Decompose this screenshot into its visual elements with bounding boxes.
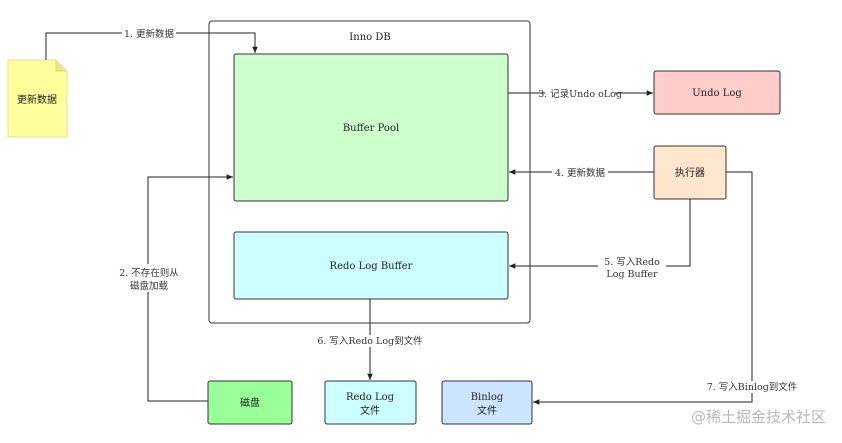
binlog-file-line-1: Binlog [471, 392, 504, 403]
edge-step-7: 7. 写入Binlog到文件 [533, 171, 802, 405]
redo-log-file-node: Redo Log 文件 [324, 380, 417, 425]
buffer-pool-label: Buffer Pool [343, 123, 399, 134]
binlog-file-line-2: 文件 [477, 404, 497, 417]
watermark: @稀土掘金技术社区 [691, 408, 826, 426]
edge-step-5: 5. 写入Redo Log Buffer [508, 199, 691, 280]
edge-step-6-label: 6. 写入Redo Log到文件 [317, 335, 423, 347]
edge-step-4-label: 4. 更新数据 [555, 167, 606, 179]
note-fold [55, 60, 67, 72]
edge-step-2: 2. 不存在则从 磁盘加载 [114, 174, 233, 402]
edge-step-3: 3. 记录Undo oLog [508, 88, 653, 100]
update-data-note: 更新数据 [7, 59, 68, 138]
disk-node: 磁盘 [207, 380, 293, 425]
edge-step-5-line-2: Log Buffer [606, 269, 658, 280]
edge-step-1-label: 1. 更新数据 [124, 28, 175, 40]
undo-log-node: Undo Log [653, 70, 781, 115]
undo-log-label: Undo Log [692, 88, 742, 99]
binlog-file-node: Binlog 文件 [441, 380, 533, 425]
edge-step-3-label: 3. 记录Undo oLog [538, 88, 622, 100]
innodb-label: Inno DB [349, 32, 390, 43]
executor-label: 执行器 [675, 166, 705, 179]
executor-node: 执行器 [653, 145, 727, 200]
redo-log-buffer-label: Redo Log Buffer [330, 261, 413, 272]
edge-step-4: 4. 更新数据 [508, 167, 654, 179]
edge-step-6: 6. 写入Redo Log到文件 [317, 299, 423, 380]
edge-step-2-line-2: 磁盘加载 [130, 280, 169, 292]
redo-log-file-line-2: 文件 [360, 404, 380, 417]
redo-log-buffer-node: Redo Log Buffer [233, 231, 509, 300]
edge-step-7-label: 7. 写入Binlog到文件 [707, 381, 798, 393]
edge-step-2-line-1: 2. 不存在则从 [119, 267, 179, 279]
edge-step-1: 1. 更新数据 [45, 27, 258, 60]
buffer-pool-node: Buffer Pool [233, 53, 509, 202]
note-shape [7, 59, 68, 138]
disk-label: 磁盘 [240, 396, 260, 409]
edge-step-5-line-1: 5. 写入Redo [604, 257, 660, 268]
redo-log-file-line-1: Redo Log [346, 392, 395, 403]
note-label: 更新数据 [17, 93, 57, 106]
